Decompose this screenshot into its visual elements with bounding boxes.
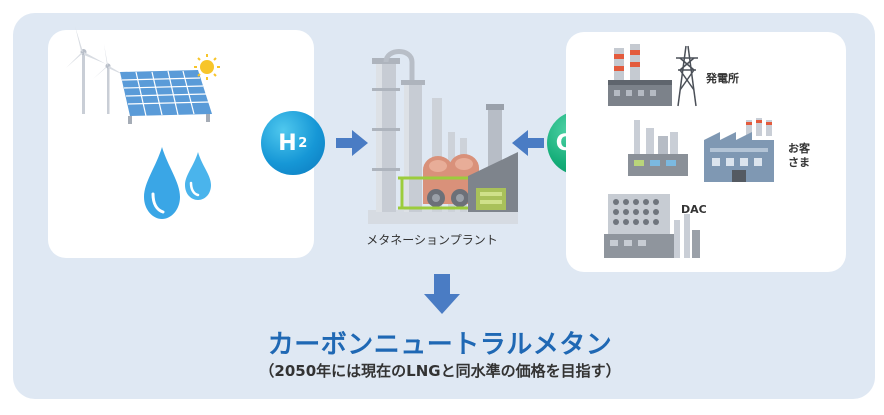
hydrogen-subscript: 2 [298, 135, 308, 151]
renewable-sources-illustration [66, 26, 220, 219]
customer-label-line2: さま [788, 156, 810, 169]
dac-facility-icon [604, 194, 700, 258]
power-plant-icon [608, 44, 698, 107]
result-subtitle: （2050年には現在のLNGと同水準の価格を目指す） [259, 362, 621, 380]
dac-label: DAC [681, 203, 707, 216]
wind-turbine-icon [66, 26, 106, 114]
plant-label: メタネーションプラント [366, 233, 498, 247]
methanation-plant-icon [368, 49, 518, 224]
result-title: カーボンニュートラルメタン [267, 330, 613, 360]
arrow-icon [424, 274, 460, 314]
factory-icon [628, 118, 774, 182]
hydrogen-symbol: H [278, 130, 298, 156]
arrow-icon [512, 130, 544, 156]
water-drop-icon [185, 152, 211, 200]
customer-label-line1: お客 [788, 142, 810, 155]
power-plant-label: 発電所 [706, 72, 739, 85]
solar-panel-icon [120, 70, 212, 124]
water-drop-icon [144, 147, 180, 219]
arrow-icon [336, 130, 368, 156]
sun-icon [194, 54, 220, 80]
wind-turbine-icon [93, 44, 126, 114]
